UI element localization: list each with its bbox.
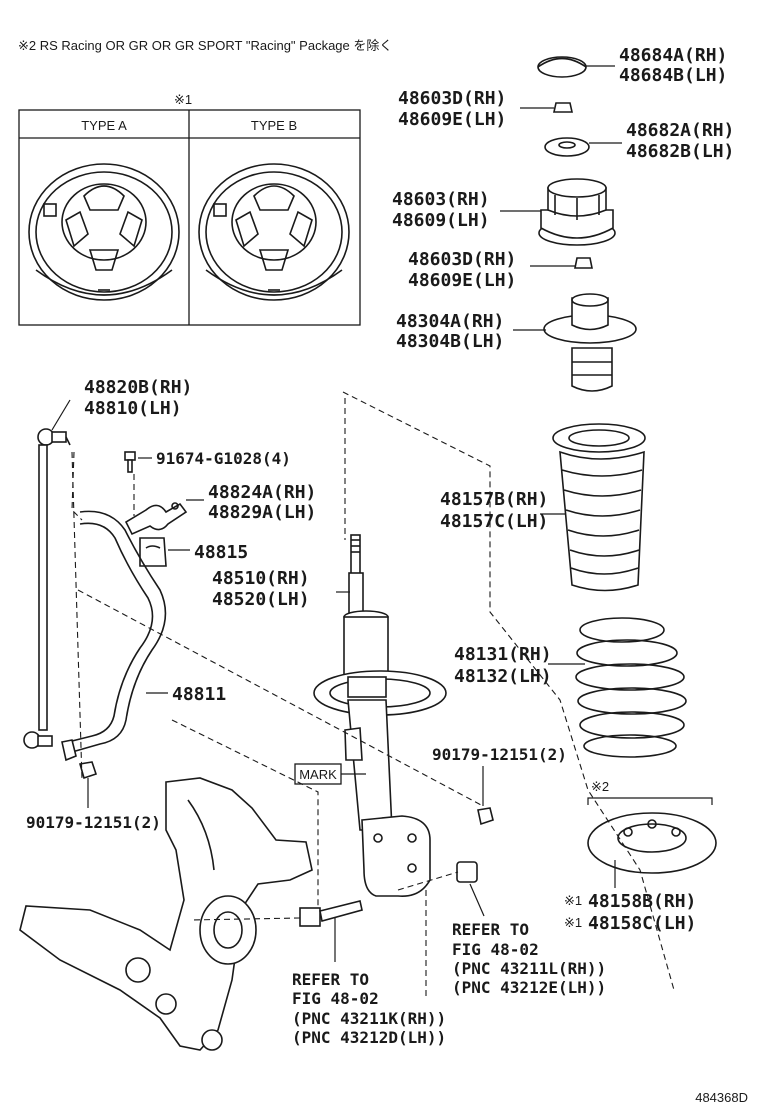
refer-note-right: REFER TO FIG 48-02 (PNC 43211L(RH)) (PNC… bbox=[452, 920, 606, 997]
strut-cap bbox=[537, 56, 615, 78]
label-48609e-top: 48609E(LH) bbox=[398, 109, 506, 130]
label-48520: 48520(LH) bbox=[212, 589, 310, 610]
refer-left-line-2: FIG 48-02 bbox=[292, 989, 379, 1008]
type-a-header: TYPE A bbox=[81, 118, 127, 133]
label-48684b: 48684B(LH) bbox=[619, 65, 727, 86]
label-48829a: 48829A(LH) bbox=[208, 502, 316, 523]
label-48811: 48811 bbox=[172, 684, 226, 705]
stabilizer-bushing bbox=[139, 537, 190, 567]
label-48304a: 48304A(RH) bbox=[396, 311, 504, 332]
label-48603d-lower: 48603D(RH) bbox=[408, 249, 516, 270]
type-inset: ※1 TYPE A TYPE B bbox=[18, 92, 361, 326]
stabilizer-nut-left bbox=[78, 761, 98, 808]
inset-marker: ※1 bbox=[174, 92, 192, 107]
label-91674: 91674-G1028(4) bbox=[156, 449, 291, 468]
label-48603: 48603(RH) bbox=[392, 189, 490, 210]
stabilizer-bar bbox=[61, 510, 168, 762]
refer-left-line-3: (PNC 43211K(RH)) bbox=[292, 1009, 446, 1028]
label-48510: 48510(RH) bbox=[212, 568, 310, 589]
label-48682b: 48682B(LH) bbox=[626, 141, 734, 162]
label-48132: 48132(LH) bbox=[454, 666, 552, 687]
label-48810: 48810(LH) bbox=[84, 398, 182, 419]
label-48158b: 48158B(RH) bbox=[588, 891, 696, 912]
upper-nut bbox=[520, 102, 573, 113]
label-48131: 48131(RH) bbox=[454, 644, 552, 665]
mark-label: MARK bbox=[299, 767, 337, 782]
type-b-header: TYPE B bbox=[251, 118, 297, 133]
label-48824a: 48824A(RH) bbox=[208, 482, 316, 503]
label-48609e-lower: 48609E(LH) bbox=[408, 270, 516, 291]
refer-right-line-1: REFER TO bbox=[452, 920, 529, 939]
refer-right-line-3: (PNC 43211L(RH)) bbox=[452, 959, 606, 978]
type-a-insulator-drawing bbox=[28, 163, 180, 301]
lower-spring-insulator: ※2 bbox=[587, 779, 717, 888]
coil-spring bbox=[548, 617, 687, 758]
strut-mount-support bbox=[500, 178, 616, 246]
label-48157b: 48157B(RH) bbox=[440, 489, 548, 510]
label-48158c: 48158C(LH) bbox=[588, 913, 696, 934]
marker-48158c: ※1 bbox=[564, 915, 582, 930]
label-48157c: 48157C(LH) bbox=[440, 511, 548, 532]
marker-48158b: ※1 bbox=[564, 893, 582, 908]
dust-boot bbox=[540, 423, 646, 592]
knuckle-bolt bbox=[299, 900, 363, 962]
part-labels: 48684A(RH) 48684B(LH) 48603D(RH) 48609E(… bbox=[26, 45, 734, 934]
upper-insulator-bumper bbox=[513, 293, 637, 392]
stabilizer-bracket bbox=[124, 499, 204, 536]
type-b-insulator-drawing bbox=[198, 163, 350, 301]
stabilizer-link bbox=[23, 399, 71, 749]
label-90179-left: 90179-12151(2) bbox=[26, 813, 161, 832]
label-48603d-top: 48603D(RH) bbox=[398, 88, 506, 109]
refer-right-line-4: (PNC 43212E(LH)) bbox=[452, 978, 606, 997]
label-48609: 48609(LH) bbox=[392, 210, 490, 231]
label-48684a: 48684A(RH) bbox=[619, 45, 727, 66]
steering-knuckle bbox=[19, 777, 313, 1051]
refer-note-left: REFER TO FIG 48-02 (PNC 43211K(RH)) (PNC… bbox=[292, 970, 446, 1047]
stabilizer-nut-right bbox=[477, 766, 494, 826]
label-48820b: 48820B(RH) bbox=[84, 377, 192, 398]
label-90179-right: 90179-12151(2) bbox=[432, 745, 567, 764]
insulator-marker: ※2 bbox=[591, 779, 609, 794]
label-48815: 48815 bbox=[194, 542, 248, 563]
label-48682a: 48682A(RH) bbox=[626, 120, 734, 141]
refer-left-line-1: REFER TO bbox=[292, 970, 369, 989]
mark-callout: MARK bbox=[294, 763, 366, 785]
drawing-number: 484368D bbox=[695, 1090, 748, 1105]
cam-bolt-nut bbox=[456, 861, 485, 917]
assembly-lines bbox=[71, 391, 675, 1000]
lower-nut bbox=[530, 257, 593, 269]
exclusion-note: ※2 RS Racing OR GR OR GR SPORT "Racing" … bbox=[18, 38, 392, 53]
refer-right-line-2: FIG 48-02 bbox=[452, 940, 539, 959]
shock-absorber-strut bbox=[313, 534, 447, 897]
bracket-bolt bbox=[124, 451, 152, 473]
support-washer bbox=[544, 137, 622, 157]
refer-left-line-4: (PNC 43212D(LH)) bbox=[292, 1028, 446, 1047]
label-48304b: 48304B(LH) bbox=[396, 331, 504, 352]
